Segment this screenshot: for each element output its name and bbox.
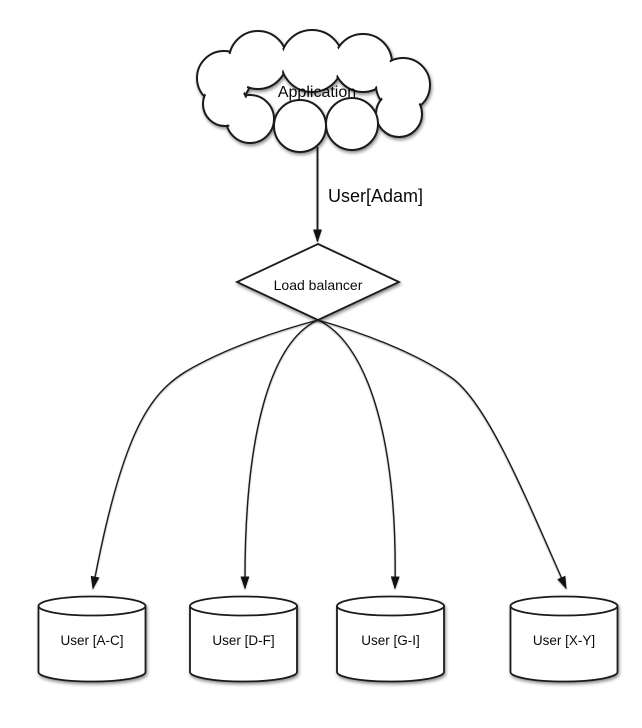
edge-loadbalancer-to-shard-4 [317,319,567,590]
db-shard-4 [509,595,619,683]
edge-request-label: User[Adam] [328,186,423,206]
cylinder-body-2 [189,606,298,683]
cylinder-top-3 [336,595,445,617]
edge-loadbalancer-to-shard-1 [90,319,319,590]
db-shard-1 [37,595,147,683]
cylinder-top-2 [189,595,298,617]
db-shard-2 [189,595,298,683]
cylinder-top-1 [37,595,147,617]
db-shard-3 [336,595,445,683]
shard-label-4: User [X-Y] [533,633,595,648]
shard-label-3: User [G-I] [361,633,420,648]
application-cloud-shape [196,29,431,153]
edge-loadbalancer-to-shard-2 [240,319,319,590]
shard-label-2: User [D-F] [212,633,274,648]
shard-label-1: User [A-C] [60,633,123,648]
cylinder-body-3 [336,606,445,683]
cylinder-top-4 [509,595,619,617]
load-balancer-label: Load balancer [274,277,363,293]
cylinder-body-4 [509,606,619,683]
cloud-outline [196,29,431,153]
cylinder-body-1 [37,606,147,683]
application-label: Application [278,84,356,101]
edge-loadbalancer-to-shard-3 [317,319,400,590]
